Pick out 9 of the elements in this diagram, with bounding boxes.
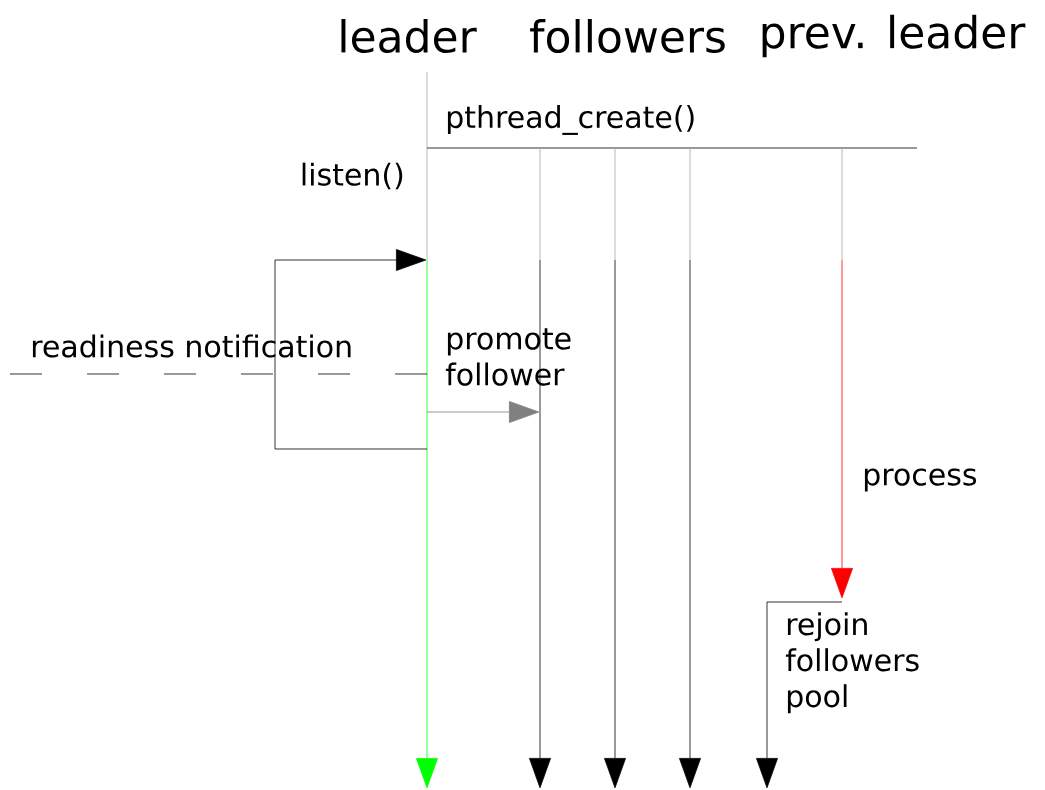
- step-label: rejoin followers pool: [785, 612, 919, 714]
- event-label: readiness notification: [32, 334, 351, 358]
- column-header: prev. leader: [762, 14, 1026, 58]
- column-header: followers: [530, 19, 725, 54]
- step-label: process: [864, 468, 977, 492]
- column-header: leader: [341, 19, 477, 54]
- step-label: promote follower: [445, 328, 571, 386]
- function-label: pthread_create(): [447, 105, 694, 135]
- function-label: listen(): [302, 162, 403, 190]
